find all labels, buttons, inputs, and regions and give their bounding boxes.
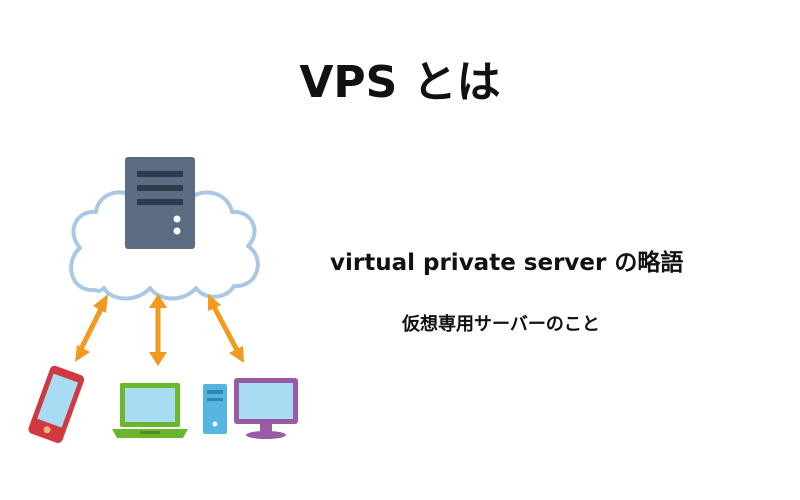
desktop-computer-icon [203,378,298,439]
description-text: 仮想専用サーバーのこと [402,314,600,335]
arrow-middle-icon [149,294,167,366]
server-icon [125,157,195,249]
subtitle-text: virtual private server の略語 [330,250,684,276]
page-title: VPS とは [299,57,501,108]
laptop-icon [112,383,188,438]
smartphone-icon [28,365,85,443]
arrow-left-icon [75,294,108,362]
arrow-right-icon [208,294,244,363]
